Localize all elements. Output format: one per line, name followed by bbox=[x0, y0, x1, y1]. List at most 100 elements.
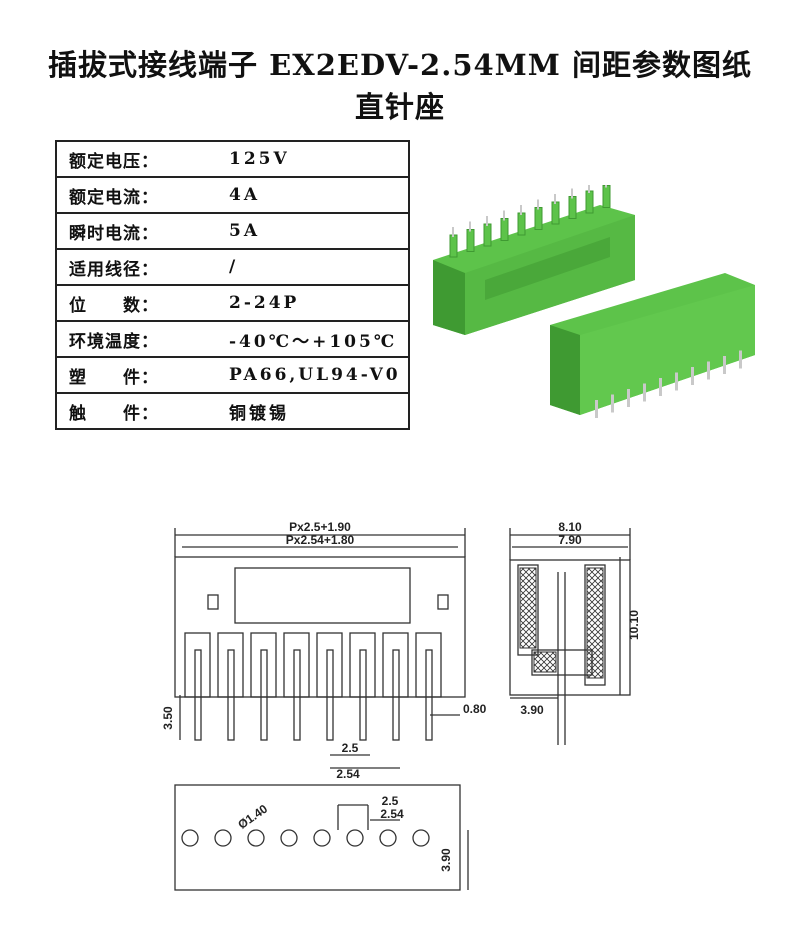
drawing-hole bbox=[181, 829, 199, 847]
connector-tooth bbox=[534, 207, 543, 230]
drawing-pin bbox=[359, 649, 367, 741]
connector-pin bbox=[675, 372, 678, 391]
drawing-slot bbox=[250, 632, 277, 698]
connector-pin bbox=[554, 194, 556, 204]
connector-pin bbox=[723, 356, 726, 374]
drawing-hole bbox=[313, 829, 331, 847]
spec-key: 瞬时电流： bbox=[56, 212, 219, 250]
dim-side-height: 10.10 bbox=[627, 610, 641, 640]
spec-row: 位 数：2-24P bbox=[56, 284, 409, 322]
connector-pin bbox=[595, 400, 598, 418]
drawing-hole bbox=[280, 829, 298, 847]
spec-key: 额定电流： bbox=[56, 176, 219, 214]
connector-tooth bbox=[551, 201, 560, 225]
connector-tooth bbox=[585, 190, 594, 214]
spec-value: 5A bbox=[219, 212, 409, 250]
bottom-view-body bbox=[174, 784, 461, 891]
dim-pin-size: 0.80 bbox=[463, 702, 487, 716]
connector-pin bbox=[627, 389, 630, 407]
spec-key: 额定电压： bbox=[56, 140, 219, 178]
connector-pin bbox=[588, 185, 590, 193]
technical-drawing: Px2.5+1.90 Px2.54+1.80 8.10 7.90 10.10 3… bbox=[161, 520, 641, 891]
connector-tooth bbox=[466, 229, 475, 252]
spec-key: 位 数： bbox=[56, 284, 219, 322]
dim-body-width: Px2.54+1.80 bbox=[286, 533, 355, 547]
dim-side-inner: 7.90 bbox=[558, 533, 582, 547]
connector-pin bbox=[739, 350, 742, 369]
spec-value: 125V bbox=[219, 140, 409, 178]
spec-row: 塑 件：PA66,UL94-V0 bbox=[56, 356, 409, 394]
drawing-pin bbox=[194, 649, 202, 741]
connector-tooth bbox=[568, 196, 577, 219]
connector-pin bbox=[537, 199, 539, 210]
drawing-slot bbox=[316, 632, 343, 698]
spec-value: 铜镀锡 bbox=[219, 392, 409, 430]
dim-hole-offset: 3.90 bbox=[439, 848, 453, 872]
connector-front bbox=[550, 273, 755, 418]
side-view-body bbox=[509, 559, 631, 696]
spec-value: PA66,UL94-V0 bbox=[219, 356, 409, 394]
spec-value: 4A bbox=[219, 176, 409, 214]
connector-pin bbox=[452, 227, 454, 237]
spec-row: 额定电流：4A bbox=[56, 176, 409, 214]
drawing-hole bbox=[379, 829, 397, 847]
dim-side-pin: 3.90 bbox=[520, 703, 544, 717]
drawing-hole bbox=[346, 829, 364, 847]
page-subtitle: 直针座 bbox=[354, 90, 445, 124]
dim-hole-pitch-b: 2.54 bbox=[380, 807, 404, 821]
dim-pin-length: 3.50 bbox=[161, 706, 175, 730]
connector-pin bbox=[486, 216, 488, 226]
drawing-pin bbox=[326, 649, 334, 741]
spec-row: 触 件：铜镀锡 bbox=[56, 392, 409, 430]
drawing-hole bbox=[412, 829, 430, 847]
dim-hole-pitch-a: 2.5 bbox=[382, 794, 399, 808]
drawing-pin bbox=[293, 649, 301, 741]
connector-pin bbox=[707, 361, 710, 380]
connector-tooth bbox=[517, 212, 526, 236]
spec-key: 适用线径： bbox=[56, 248, 219, 286]
connector-pin bbox=[691, 367, 694, 385]
drawing-pin bbox=[392, 649, 400, 741]
connector-pin bbox=[659, 378, 662, 396]
spec-row: 适用线径：/ bbox=[56, 248, 409, 286]
dim-pitch-b: 2.54 bbox=[336, 767, 360, 781]
drawing-slot bbox=[217, 632, 244, 698]
drawing-hole bbox=[247, 829, 265, 847]
page-title: 插拔式接线端子 EX2EDV-2.54MM 间距参数图纸 bbox=[48, 48, 752, 82]
drawing-pin bbox=[227, 649, 235, 741]
spec-row: 环境温度：-40℃～+105℃ bbox=[56, 320, 409, 358]
spec-value: -40℃～+105℃ bbox=[219, 320, 409, 358]
dim-pitch-a: 2.5 bbox=[342, 741, 359, 755]
spec-value: 2-24P bbox=[219, 284, 409, 322]
drawing-pin bbox=[425, 649, 433, 741]
spec-key: 塑 件： bbox=[56, 356, 219, 394]
connector-tooth bbox=[500, 218, 509, 241]
drawing-slot bbox=[382, 632, 409, 698]
dim-hole-dia: Ø1.40 bbox=[235, 801, 270, 831]
connector-tooth bbox=[602, 185, 611, 208]
dim-overall-width: Px2.5+1.90 bbox=[289, 520, 351, 534]
drawing-slot bbox=[349, 632, 376, 698]
connector-pin bbox=[571, 188, 573, 199]
connector-pin bbox=[643, 383, 646, 402]
connector-tooth bbox=[449, 234, 458, 258]
drawing-slot bbox=[184, 632, 211, 698]
drawing-slot bbox=[415, 632, 442, 698]
connector-pin bbox=[469, 221, 471, 232]
spec-value: / bbox=[219, 248, 409, 286]
dim-side-outer: 8.10 bbox=[558, 520, 582, 534]
product-photo bbox=[433, 185, 755, 418]
spec-row: 额定电压：125V bbox=[56, 140, 409, 178]
spec-key: 环境温度： bbox=[56, 320, 219, 358]
connector-back bbox=[433, 185, 635, 335]
spec-key: 触 件： bbox=[56, 392, 219, 430]
connector-pin bbox=[520, 205, 522, 215]
connector-pin bbox=[611, 394, 614, 413]
connector-pin bbox=[605, 185, 607, 188]
connector-tooth bbox=[483, 223, 492, 247]
drawing-slot bbox=[283, 632, 310, 698]
spec-row: 瞬时电流：5A bbox=[56, 212, 409, 250]
drawing-hole bbox=[214, 829, 232, 847]
connector-pin bbox=[503, 210, 505, 221]
